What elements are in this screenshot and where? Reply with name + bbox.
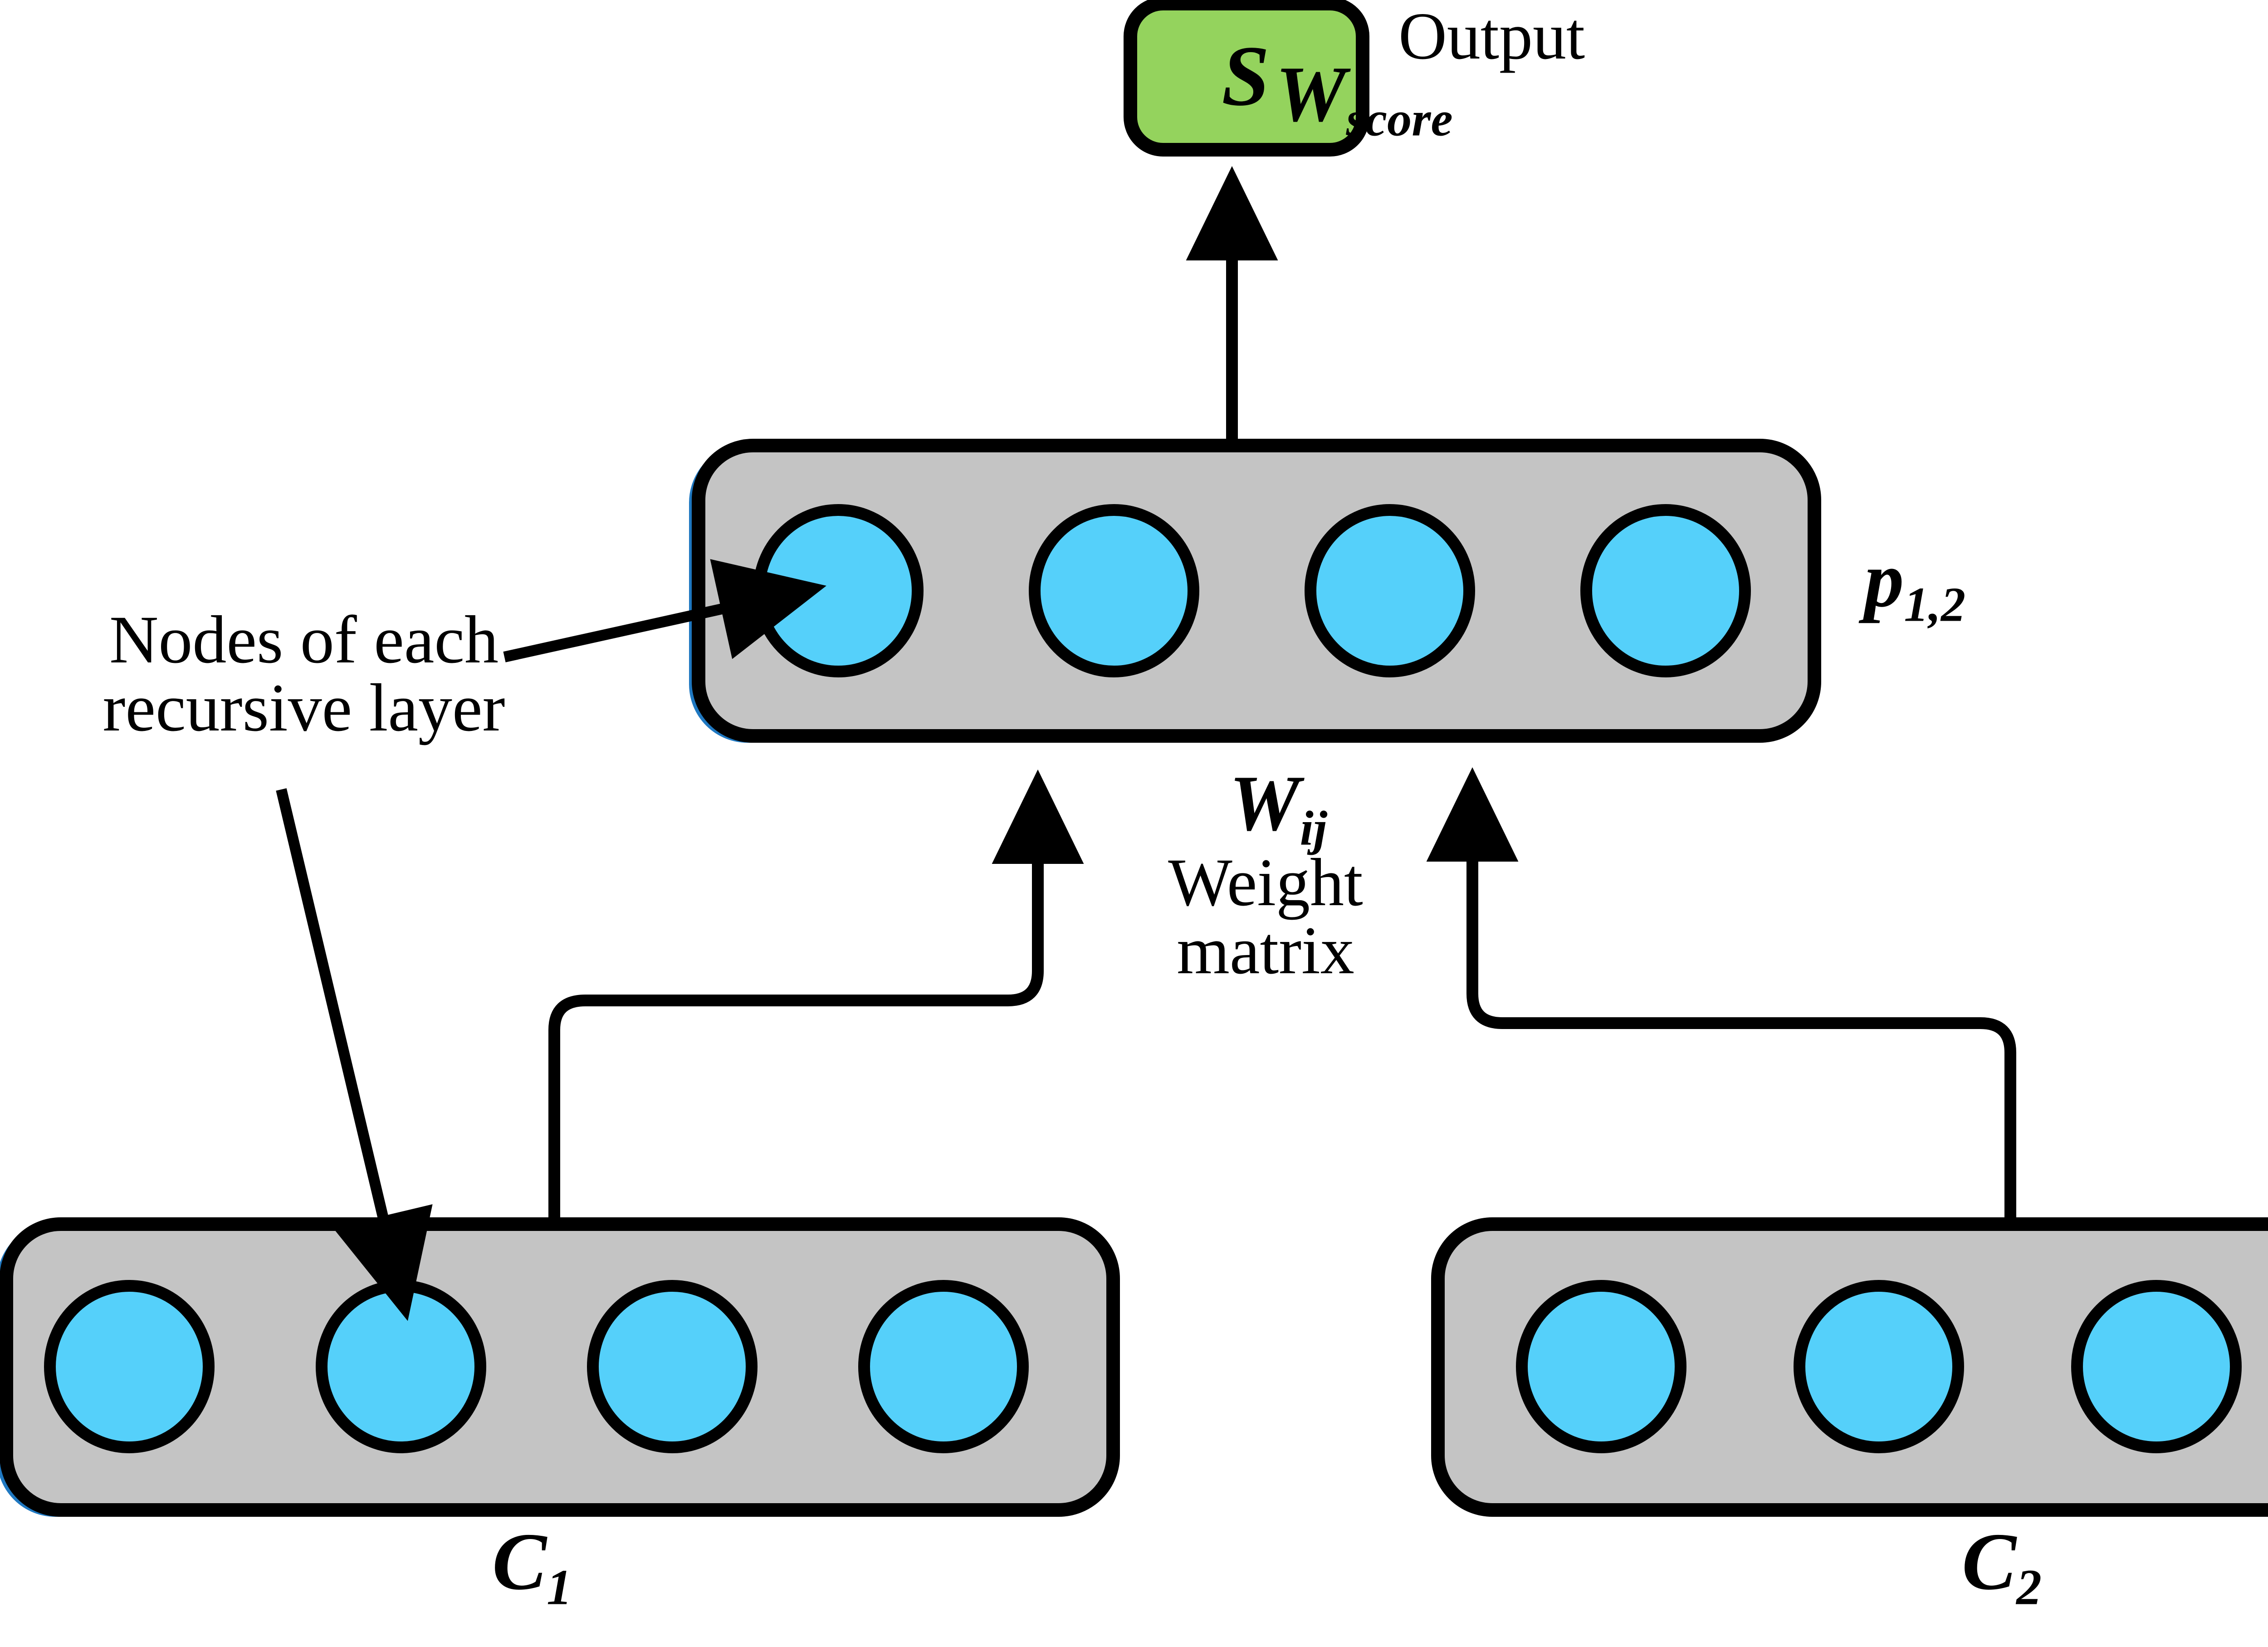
layer-p12-label-base: p <box>1864 535 1904 623</box>
score-weight-base: W <box>1276 50 1346 138</box>
score-weight-label: Wscore <box>1276 54 1453 144</box>
annotation-leader-to-p12-node-1 <box>503 559 826 662</box>
layer-p12-label: p1,2 <box>1864 540 1965 629</box>
p12-node-4[interactable] <box>1580 504 1751 677</box>
output-node-box[interactable] <box>1124 0 1369 157</box>
c1-node-1[interactable] <box>44 1280 215 1453</box>
output-box <box>1124 0 1369 157</box>
p12-node-3[interactable] <box>1305 504 1475 677</box>
layer-c1-label-sub: 1 <box>547 1559 572 1616</box>
c1-node-3[interactable] <box>587 1280 758 1453</box>
c2-node-3[interactable] <box>2071 1280 2242 1453</box>
layer-c1-label-base: C <box>492 1516 547 1607</box>
pair-weight-label: Wij <box>1229 764 1327 853</box>
c1-node-2[interactable] <box>316 1280 486 1453</box>
c2-node-1[interactable] <box>1516 1280 1686 1453</box>
layer-c2[interactable] <box>1431 1217 2268 1517</box>
annotation-leader-to-c1-node-2 <box>276 788 433 1321</box>
layer-c2-label-sub: 2 <box>2016 1559 2042 1616</box>
connector-c2-to-p12 <box>1426 767 2016 1221</box>
layer-c1[interactable] <box>0 1217 1120 1517</box>
layer-c1-box <box>0 1217 1120 1517</box>
layer-c2-label-base: C <box>1962 1516 2017 1607</box>
layer-p12-box <box>692 439 1821 743</box>
pair-weight-sub: ij <box>1300 801 1327 856</box>
c1-node-4[interactable] <box>858 1280 1029 1453</box>
pair-weight-base: W <box>1229 759 1300 847</box>
pair-weight-caption: Weight matrix <box>1168 845 1363 988</box>
c2-node-2[interactable] <box>1794 1280 1964 1453</box>
layer-p12[interactable] <box>689 439 1821 743</box>
p12-node-1[interactable] <box>753 504 924 677</box>
nodes-annotation-text: Nodes of each recursive layer <box>103 602 505 745</box>
connector-c1-to-p12 <box>548 770 1084 1221</box>
layer-c2-label: C2 <box>1962 1521 2042 1613</box>
output-label: Output <box>1398 0 1585 74</box>
score-weight-sub: score <box>1346 92 1453 147</box>
layer-c1-label: C1 <box>492 1521 572 1613</box>
p12-node-2[interactable] <box>1029 504 1199 677</box>
layer-p12-label-sub: 1,2 <box>1904 577 1966 632</box>
